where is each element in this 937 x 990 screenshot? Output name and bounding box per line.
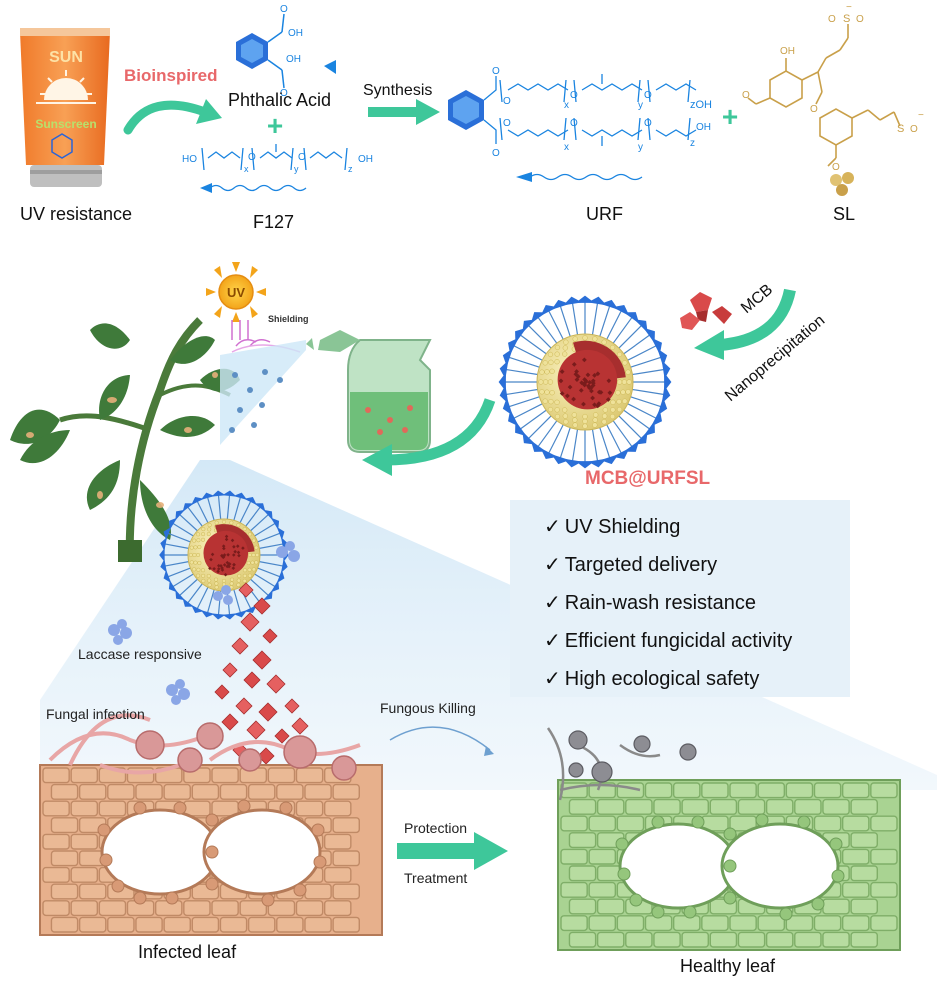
- urf-y-top: y: [638, 100, 643, 111]
- urf-y-bottom: y: [638, 142, 643, 153]
- treatment-arrow-shaft: [397, 843, 477, 859]
- f127-y: y: [294, 164, 299, 174]
- healthy-leaf-label: Healthy leaf: [680, 956, 775, 977]
- sl-ball-3: [836, 184, 848, 196]
- treatment-arrowhead: [474, 832, 508, 870]
- phthalic-marker: [324, 60, 336, 74]
- uv-text: UV: [227, 285, 245, 300]
- shielding-label: Shielding: [268, 314, 309, 324]
- f127-z: z: [348, 164, 353, 174]
- healthy-leaf-tissue: [558, 780, 900, 950]
- sun-label: SUN: [49, 49, 83, 66]
- phthalic-o-top: O: [280, 4, 288, 15]
- urf-o-mid2: O: [570, 118, 578, 129]
- plus-sign-2: +: [722, 101, 738, 132]
- urf-z-bottom: z: [690, 138, 695, 149]
- urf-o-mid4: O: [644, 118, 652, 129]
- infected-leaf-label: Infected leaf: [138, 942, 236, 963]
- urf-o-ester2: O: [503, 118, 511, 129]
- f127-o2: O: [298, 152, 306, 163]
- phthalic-acid-label: Phthalic Acid: [228, 90, 331, 111]
- sl-s1: S: [843, 13, 850, 25]
- urf-o-mid1: O: [570, 90, 578, 101]
- sl-structure: [748, 24, 900, 166]
- sl-o-s2a: O: [910, 124, 918, 135]
- infected-leaf-tissue: [40, 765, 382, 935]
- sl-ball-1: [830, 174, 842, 186]
- urf-o-ester1: O: [503, 96, 511, 107]
- synthesis-arrowhead: [416, 99, 440, 125]
- sl-oh: OH: [780, 46, 795, 57]
- sl-s2: S: [897, 123, 904, 135]
- urf-oh-bottom: OH: [696, 122, 711, 133]
- urf-zoh-top: zOH: [690, 99, 712, 111]
- sl-o-s1a: O: [828, 14, 836, 25]
- feature-item: Rain-wash resistance: [544, 584, 850, 622]
- sl-minus2: −: [918, 110, 924, 121]
- laccase-responsive-label: Laccase responsive: [78, 646, 202, 662]
- sl-o-methoxy2: O: [832, 162, 840, 173]
- feature-item: Efficient fungicidal activity: [544, 622, 850, 660]
- feature-item: UV Shielding: [544, 508, 850, 546]
- f127-structure: [202, 144, 347, 191]
- uv-resistance-label: UV resistance: [20, 204, 132, 225]
- f127-marker: [200, 183, 212, 193]
- spray-bottle: [306, 330, 430, 452]
- nanoprecipitation-arrowhead: [694, 330, 724, 360]
- fungal-infection-label: Fungal infection: [46, 706, 145, 722]
- f127-o1: O: [248, 152, 256, 163]
- features-list: UV Shielding Targeted delivery Rain-wash…: [510, 500, 850, 698]
- f127-label: F127: [253, 212, 294, 233]
- f127-oh: OH: [358, 154, 373, 165]
- sl-ball-2: [842, 172, 854, 184]
- mcb-urfsl-label: MCB@URFSL: [585, 468, 710, 490]
- urf-label: URF: [586, 204, 623, 225]
- urf-x-top: x: [564, 100, 569, 111]
- sl-label: SL: [833, 204, 855, 225]
- sl-minus1: −: [846, 2, 852, 13]
- sunscreen-label: Sunscreen: [35, 117, 96, 131]
- f127-x: x: [244, 164, 249, 174]
- bioinspired-label: Bioinspired: [124, 66, 218, 86]
- feature-item: High ecological safety: [544, 660, 850, 698]
- features-panel: UV Shielding Targeted delivery Rain-wash…: [510, 500, 850, 697]
- plus-sign-1: +: [267, 110, 283, 141]
- sl-o-ether: O: [810, 104, 818, 115]
- feature-item: Targeted delivery: [544, 546, 850, 584]
- f127-ho: HO: [182, 154, 197, 165]
- urf-o-top: O: [492, 66, 500, 77]
- fungous-killing-label: Fungous Killing: [380, 700, 476, 716]
- urf-o-mid3: O: [644, 90, 652, 101]
- urf-marker: [516, 172, 532, 182]
- synthesis-label: Synthesis: [363, 82, 432, 100]
- sl-o-methoxy1: O: [742, 90, 750, 101]
- urf-x-bottom: x: [564, 142, 569, 153]
- phthalic-oh-bottom: OH: [286, 54, 301, 65]
- phthalic-acid-structure: [236, 14, 284, 88]
- mcb-urfsl-nanoparticle: [499, 296, 672, 469]
- protection-label: Protection: [404, 820, 467, 836]
- sl-o-s1b: O: [856, 14, 864, 25]
- urf-o-bottom: O: [492, 148, 500, 159]
- bioinspired-arrow: [128, 105, 205, 130]
- phthalic-oh-top: OH: [288, 28, 303, 39]
- treatment-label: Treatment: [404, 870, 467, 886]
- mcb-crystals: [680, 292, 732, 330]
